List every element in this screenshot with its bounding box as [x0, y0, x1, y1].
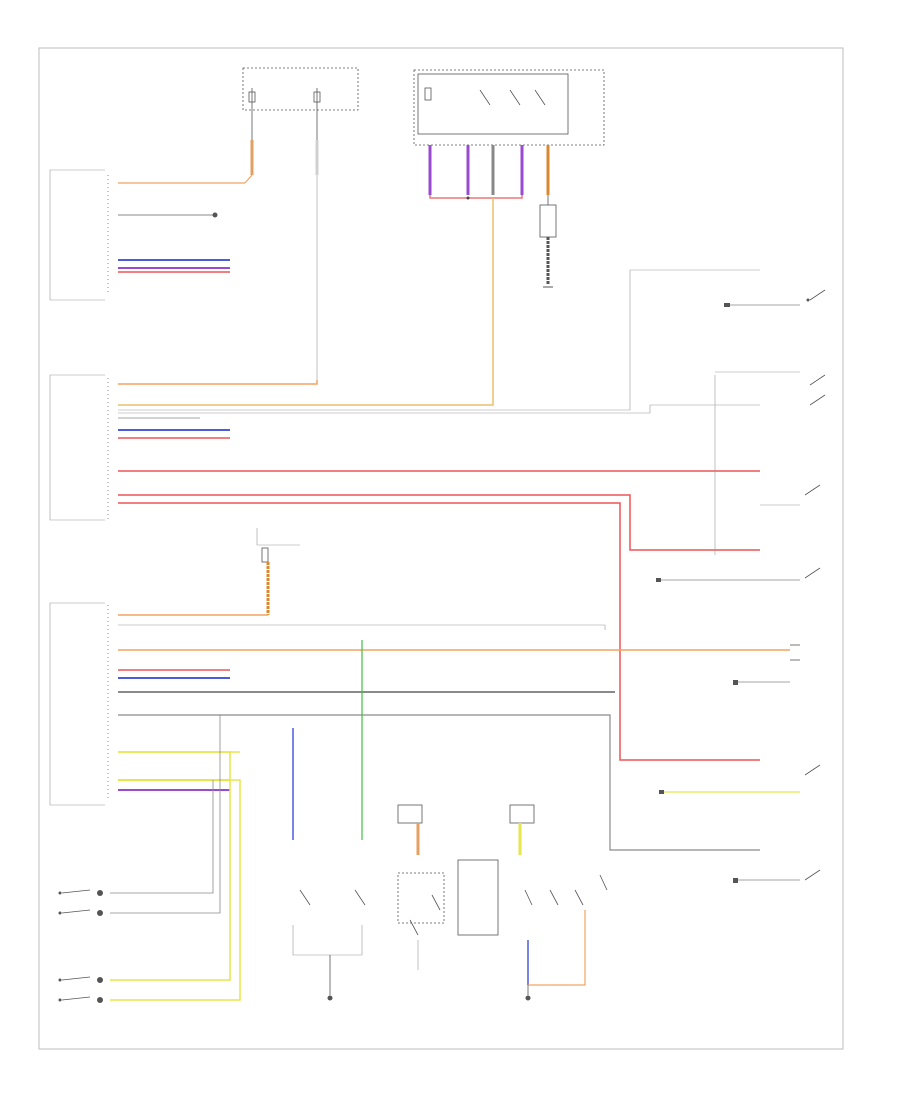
- ground-icon: [327, 995, 333, 1001]
- switch-icon: [806, 289, 826, 302]
- switch-icon: [804, 869, 821, 881]
- right-switch-column: [656, 289, 826, 883]
- mid-fuse: [256, 528, 300, 615]
- connector-pin-icon: [212, 212, 218, 218]
- bottom-left-switches: [58, 715, 241, 1003]
- bottom-center-assembly-2: [457, 804, 608, 1001]
- connector-pin-icon: [790, 644, 800, 661]
- switch-icon: [804, 567, 821, 579]
- switch-icon: [809, 394, 826, 406]
- ground-icon: [525, 995, 531, 1001]
- switch-icon: [299, 889, 441, 936]
- fuse-icon: [424, 87, 432, 101]
- diagram-frame: [38, 47, 844, 1050]
- switch-icon: [58, 889, 103, 896]
- bottom-center-assembly-1: [292, 804, 445, 1001]
- left-module-2: [49, 269, 760, 761]
- left-module-1: [49, 169, 253, 301]
- switch-icon: [804, 764, 821, 776]
- top-left-fuse-block: [242, 67, 359, 175]
- switch-icon: [58, 996, 103, 1003]
- switch-icon: [58, 909, 103, 916]
- fuse-icon: [313, 88, 321, 110]
- switch-icon: [479, 89, 546, 106]
- top-right-relay-block: [118, 69, 605, 406]
- left-module-3: [49, 602, 790, 851]
- fuse-icon: [248, 88, 256, 110]
- switch-icon: [524, 874, 608, 906]
- switch-icon: [809, 374, 826, 386]
- switch-icon: [58, 976, 103, 983]
- switch-icon: [804, 484, 821, 496]
